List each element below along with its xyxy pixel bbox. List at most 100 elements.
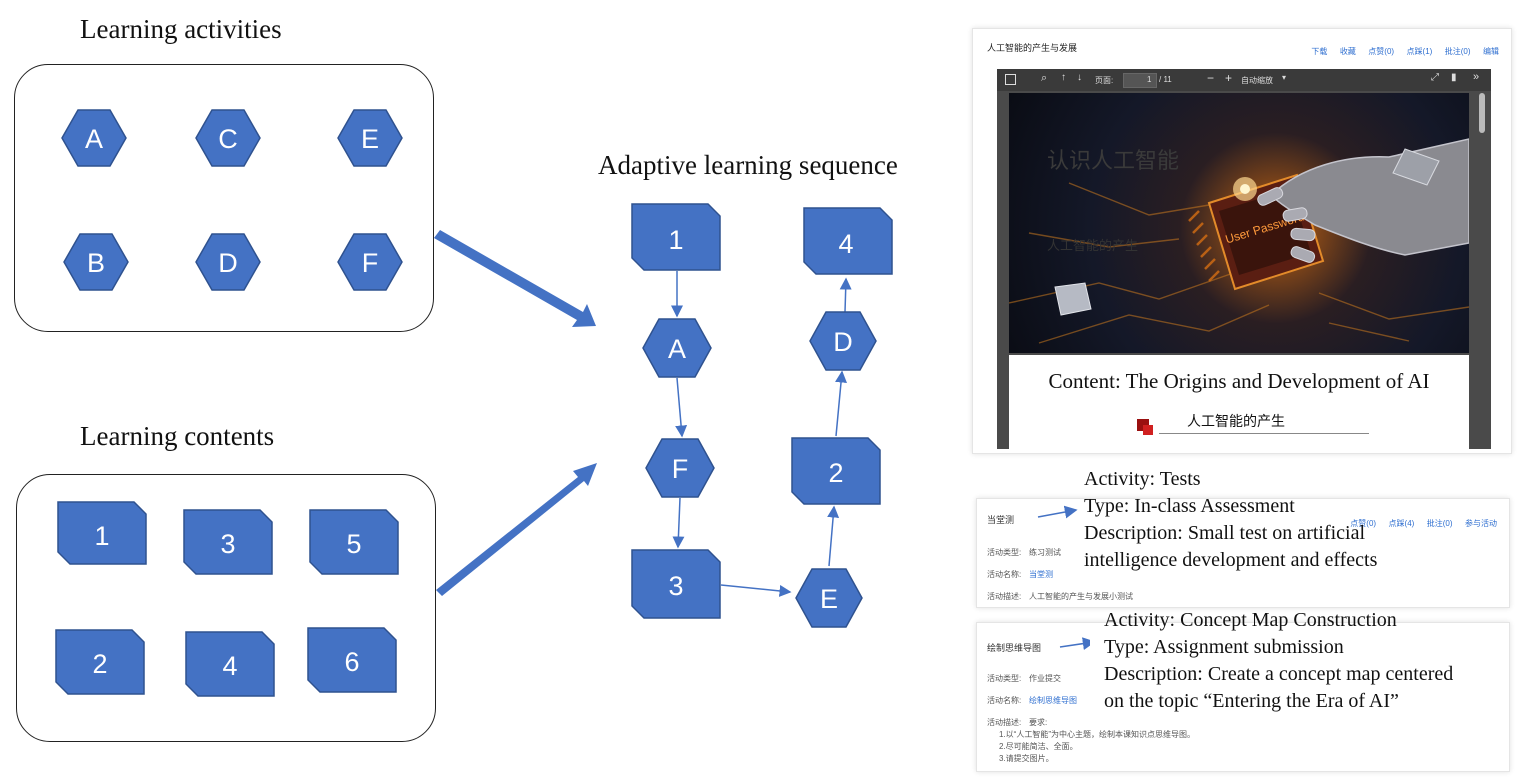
circuit-illustration: User Password <box>1009 138 1469 344</box>
dislike-link[interactable]: 点踩(1) <box>1406 47 1433 56</box>
sequence-label: 3 <box>668 571 683 601</box>
sequence-node-activity-d: D <box>809 311 877 371</box>
activity-label: D <box>218 248 238 278</box>
requirement-line: 1.以“人工智能”为中心主题，绘制本课知识点思维导图。 <box>999 730 1195 739</box>
learning-activities-title: Learning activities <box>80 14 282 44</box>
sequence-node-content-3: 3 <box>631 549 721 619</box>
zoom-in-icon[interactable]: + <box>1225 71 1233 85</box>
content-card-5: 5 <box>309 509 399 575</box>
like-link[interactable]: 点赞(0) <box>1368 47 1395 56</box>
zoom-select[interactable]: 自动缩放 <box>1241 76 1273 85</box>
content-card-6: 6 <box>307 627 397 693</box>
edit-link[interactable]: 编辑 <box>1483 47 1499 56</box>
bookmark-icon[interactable]: ▮ <box>1451 72 1457 83</box>
content-label: 6 <box>344 647 359 677</box>
sidebar-toggle-icon[interactable] <box>1005 74 1016 85</box>
page-label: 页面: <box>1095 76 1114 85</box>
seq-arrow-a-f <box>675 377 688 438</box>
activity-mindmap-name: 绘制思维导图 <box>987 643 1042 653</box>
seq-arrow-2-d <box>835 370 847 437</box>
zoom-dropdown-icon[interactable]: ▾ <box>1282 73 1287 82</box>
activity-name-label: 活动名称: <box>987 696 1022 705</box>
dislike-link[interactable]: 点踩(4) <box>1388 519 1415 528</box>
sequence-node-activity-a: A <box>642 318 712 378</box>
annotation-concept-map: Activity: Concept Map Construction Type:… <box>1104 607 1453 715</box>
page-down-icon[interactable]: ↓ <box>1077 72 1082 83</box>
activity-type-label: 活动类型: <box>987 548 1022 557</box>
activity-label: A <box>85 124 103 154</box>
learning-contents-title: Learning contents <box>80 421 275 451</box>
sequence-label: 2 <box>828 458 843 488</box>
annotation-arrows <box>1037 505 1090 650</box>
page-up-icon[interactable]: ↑ <box>1061 72 1066 83</box>
sequence-label: E <box>820 584 838 614</box>
sequence-label: 4 <box>838 229 853 259</box>
sequence-node-content-4: 4 <box>803 207 893 275</box>
activity-hexagon-b: B <box>63 233 129 291</box>
annotation-line: Activity: Tests <box>1084 468 1201 490</box>
sequence-label: D <box>833 327 853 357</box>
seq-arrow-3-e <box>720 584 792 597</box>
pdf-toolbar: ⌕ ↑ ↓ 页面: 1 / 11 − + 自动缩放 ▾ ⤢ ▮ » <box>997 69 1491 91</box>
content-card-1: 1 <box>57 501 147 565</box>
sequence-label: A <box>668 334 686 364</box>
annotation-arrow-test <box>1037 505 1078 519</box>
content-label: 4 <box>222 651 237 681</box>
diagram-canvas: A C E B D F 1 3 5 2 4 6 <box>55 109 893 697</box>
like-link[interactable]: 点赞(0) <box>1350 519 1377 528</box>
download-link[interactable]: 下载 <box>1311 47 1328 56</box>
annotation-line: on the topic “Entering the Era of AI” <box>1104 690 1399 712</box>
favorite-link[interactable]: 收藏 <box>1339 47 1356 56</box>
activity-label: B <box>87 248 105 278</box>
annotate-link[interactable]: 批注(0) <box>1444 47 1471 56</box>
page-total: / 11 <box>1159 75 1172 84</box>
slide-ai-image: User Password 认识人工智能 人工智能的产生 <box>1009 93 1469 353</box>
viewer-actions: 下载 收藏 点赞(0) 点踩(1) 批注(0) 编辑 <box>1311 41 1499 59</box>
activity-type-label: 活动类型: <box>987 674 1022 683</box>
content-card-4: 4 <box>185 631 275 697</box>
activity-name-link[interactable]: 当堂测 <box>1029 570 1053 579</box>
viewer-scrollbar[interactable] <box>1479 93 1485 133</box>
zoom-out-icon[interactable]: − <box>1207 71 1215 85</box>
sequence-label: 1 <box>668 225 683 255</box>
requirement-line: 3.请提交图片。 <box>999 754 1054 763</box>
slide-heading: 人工智能的产生 <box>1187 413 1285 429</box>
sequence-node-content-2: 2 <box>791 437 881 505</box>
slide-overlay-title: 认识人工智能 <box>1047 148 1180 173</box>
activity-label: F <box>362 248 379 278</box>
activity-hexagon-f: F <box>337 233 403 291</box>
page-number-input[interactable] <box>1123 73 1157 88</box>
content-label: 2 <box>92 649 107 679</box>
slide-heading-bullet-icon-2 <box>1143 425 1153 435</box>
sequence-node-activity-e: E <box>795 568 863 628</box>
annotation-tests: Activity: Tests Type: In-class Assessmen… <box>1084 466 1377 574</box>
activity-test-name: 当堂测 <box>987 515 1015 525</box>
activity-hexagon-d: D <box>195 233 261 291</box>
sequence-node-content-1: 1 <box>631 203 721 271</box>
seq-arrow-f-3 <box>672 497 685 549</box>
seq-arrow-d-4 <box>839 277 852 313</box>
activity-name-link[interactable]: 绘制思维导图 <box>1029 696 1077 705</box>
slide-overlay-subtitle: 人工智能的产生 <box>1047 238 1139 253</box>
annotation-line: intelligence development and effects <box>1084 549 1378 571</box>
viewer-title: 人工智能的产生与发展 <box>987 43 1078 53</box>
activity-desc-label: 活动描述: <box>987 592 1022 601</box>
activity-type-value: 作业提交 <box>1029 674 1061 683</box>
fullscreen-icon[interactable]: ⤢ <box>1431 72 1439 83</box>
content-card-2: 2 <box>55 629 145 695</box>
slide-heading-underline <box>1159 433 1369 434</box>
contents-to-sequence-arrow <box>436 463 597 596</box>
adaptive-sequence-title: Adaptive learning sequence <box>598 150 898 180</box>
more-tools-icon[interactable]: » <box>1473 71 1480 83</box>
requirement-line: 2.尽可能简洁、全面。 <box>999 742 1078 751</box>
annotate-link[interactable]: 批注(0) <box>1426 519 1453 528</box>
annotation-line: Type: Assignment submission <box>1104 636 1344 658</box>
annotation-line: Description: Create a concept map center… <box>1104 663 1454 685</box>
join-activity-link[interactable]: 参与活动 <box>1465 519 1497 528</box>
learning-contents-box <box>16 474 436 742</box>
search-icon[interactable]: ⌕ <box>1041 72 1048 84</box>
activities-to-sequence-arrow <box>434 230 596 327</box>
learning-activities-box <box>14 64 434 332</box>
activity-label: E <box>361 124 379 154</box>
sequence-node-activity-f: F <box>645 438 715 498</box>
